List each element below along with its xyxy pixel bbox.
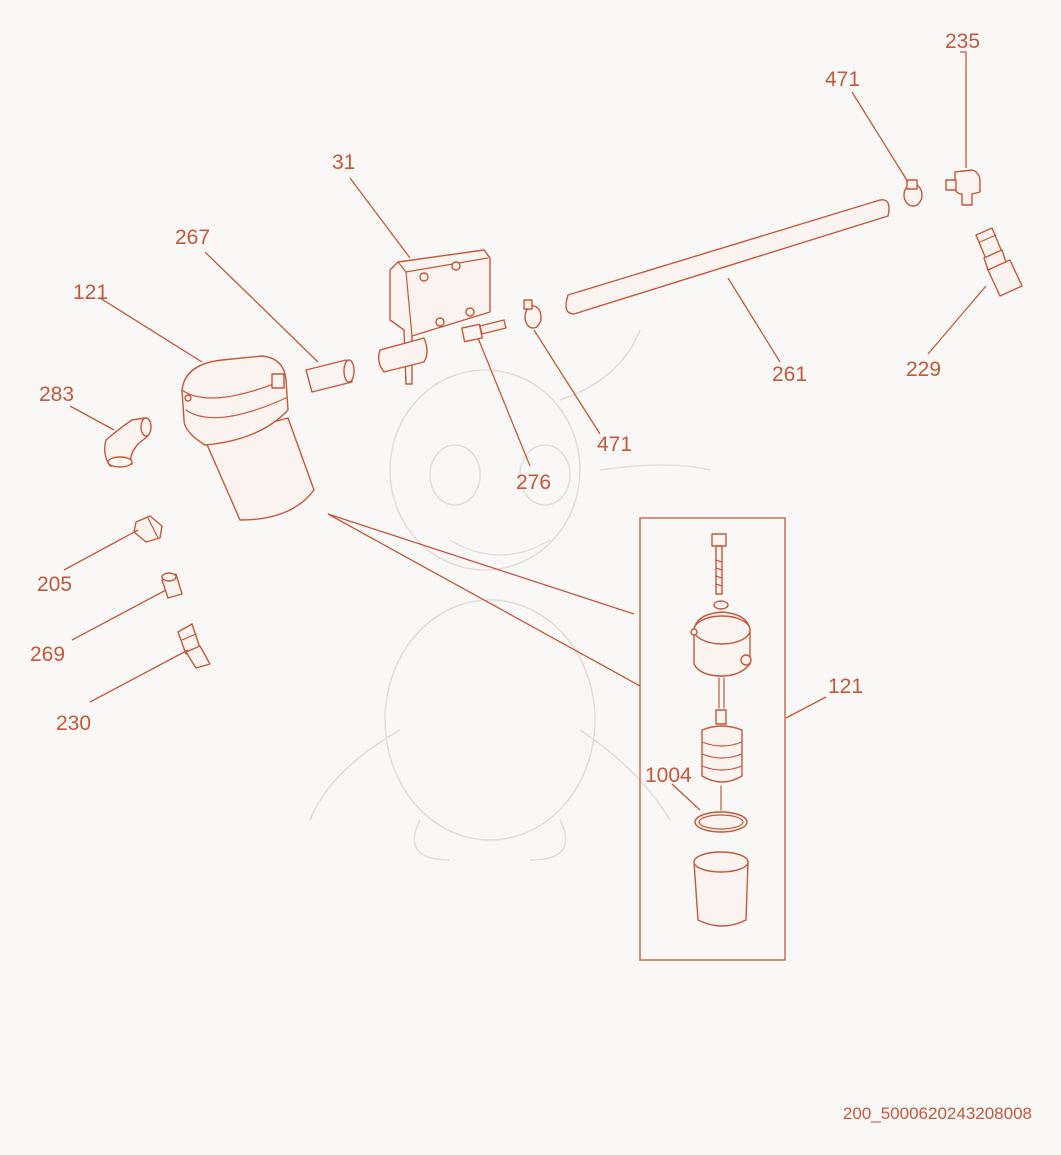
part-267-sleeve	[305, 359, 355, 393]
part-229-coupling	[975, 227, 1023, 297]
label-205: 205	[37, 573, 72, 596]
label-471-top: 471	[825, 68, 860, 91]
leader-lines	[63, 51, 987, 811]
part-276-barb-fitting	[461, 319, 507, 343]
drawing-code: 200_5000620243208008	[843, 1104, 1032, 1123]
watermark-mascot	[309, 329, 711, 861]
part-230-fitting	[177, 623, 211, 669]
part-283-elbow	[103, 417, 152, 468]
part-471-hose-clamp-mid	[523, 299, 542, 329]
label-276: 276	[516, 471, 551, 494]
label-121-detail: 121	[828, 675, 863, 698]
part-471-hose-clamp-top	[903, 179, 923, 207]
label-269: 269	[30, 643, 65, 666]
label-267: 267	[175, 226, 210, 249]
label-229: 229	[906, 358, 941, 381]
label-261: 261	[772, 363, 807, 386]
detail-callout-121	[327, 513, 786, 961]
label-121-main: 121	[73, 281, 108, 304]
label-235: 235	[945, 30, 980, 53]
part-261-hose	[565, 199, 890, 315]
part-121-filter-housing	[181, 355, 315, 521]
part-labels: 235 471 31 267 121 283 276 471 261 229 2…	[30, 30, 980, 787]
label-31: 31	[332, 151, 355, 174]
label-283: 283	[39, 383, 74, 406]
part-205-nut	[133, 515, 163, 543]
label-471-mid: 471	[597, 433, 632, 456]
label-1004: 1004	[645, 764, 692, 787]
part-269-spacer	[161, 572, 183, 599]
part-235-elbow-fitting	[945, 169, 981, 206]
part-31-bracket	[377, 249, 491, 385]
label-230: 230	[56, 712, 91, 735]
